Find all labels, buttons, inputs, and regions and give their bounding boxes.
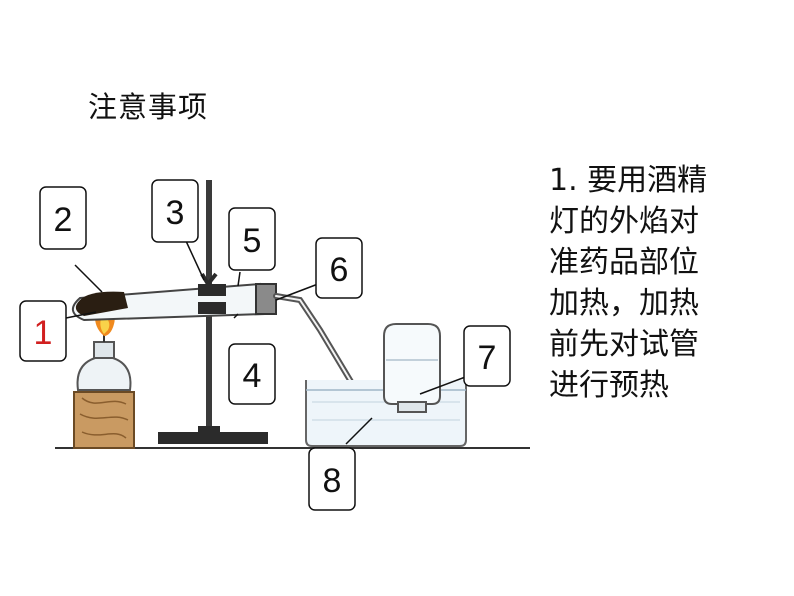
rubber-stopper [255,283,277,315]
note-line-2: 灯的外焰对 [549,204,699,239]
callout-7-label: 7 [478,339,497,377]
callout-3-label: 3 [166,194,185,232]
callout-2: 2 [39,186,87,250]
note-line-5: 前先对试管 [549,327,699,362]
callout-1-label: 1 [34,314,53,352]
note-line-4: 加热，加热 [549,286,699,321]
note-line-6: 进行预热 [549,368,669,403]
callout-7: 7 [463,325,511,387]
callout-5-label: 5 [243,222,262,260]
callout-8: 8 [308,447,356,511]
callout-6: 6 [315,237,363,299]
gas-collecting-bottle [383,323,441,413]
callout-4-label: 4 [243,357,262,395]
alcohol-lamp [76,334,132,391]
clamp [198,272,226,314]
callout-3: 3 [151,179,199,243]
test-tube [72,282,266,322]
note-line-3: 准药品部位 [549,245,699,280]
callout-5: 5 [228,207,276,271]
callout-6-label: 6 [330,251,349,289]
callout-lines [65,240,469,445]
callout-4: 4 [228,343,276,405]
callout-1: 1 [19,300,67,362]
wooden-block [73,391,135,449]
callout-8-label: 8 [323,462,342,500]
note-line-1: 1. 要用酒精 [549,163,708,198]
callout-2-label: 2 [54,201,73,239]
note-text: 1. 要用酒精 灯的外焰对 准药品部位 加热，加热 前先对试管 进行预热 [549,160,739,406]
slide-title: 注意事项 [88,90,209,124]
